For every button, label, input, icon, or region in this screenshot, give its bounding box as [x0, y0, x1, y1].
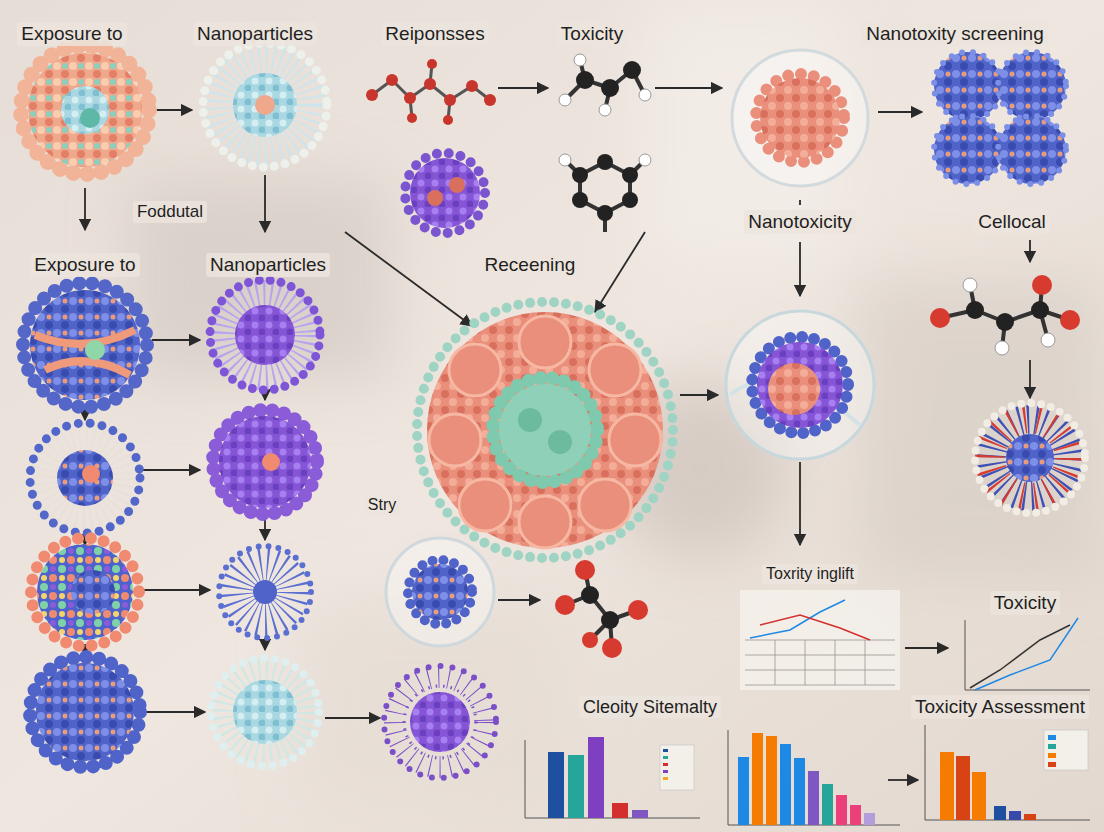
nanoparticle — [210, 280, 320, 390]
molecule — [930, 275, 1080, 355]
nanoparticle — [934, 52, 1066, 184]
caption-label: Cellocal — [974, 210, 1050, 234]
caption-label: Exposure to — [30, 253, 139, 277]
bar-chart — [925, 725, 1090, 820]
bar-chart — [525, 737, 700, 818]
vesicle — [732, 50, 868, 186]
vesicle — [726, 311, 874, 459]
caption-label: Nanoparticles — [206, 253, 330, 277]
caption-label: Exposure to — [17, 22, 126, 46]
caption-label: Reiponsses — [381, 22, 488, 46]
caption-label: Toxrity inglift — [762, 564, 858, 584]
caption-label: Toxicity — [990, 591, 1060, 615]
nanoparticle — [975, 403, 1085, 513]
nanoparticle — [213, 410, 317, 514]
nanoparticle — [23, 283, 147, 407]
molecule — [366, 59, 496, 125]
nanoparticle — [211, 658, 319, 766]
molecule — [559, 154, 651, 232]
nanoparticle — [203, 43, 327, 167]
nanoparticle — [405, 153, 485, 233]
line-chart — [740, 590, 900, 690]
molecule — [555, 560, 648, 658]
vesicle — [386, 538, 494, 646]
nanoparticle — [21, 46, 149, 174]
caption-label: Toxicity Assessment — [911, 695, 1089, 719]
nanoparticle — [417, 302, 673, 558]
caption-label: Stry — [364, 495, 400, 515]
caption-label: Nanoparticles — [193, 22, 317, 46]
nanoparticle — [384, 666, 496, 778]
line-chart — [965, 618, 1090, 690]
nanoparticle — [30, 423, 140, 533]
caption-label: Nanotoxity screening — [862, 22, 1047, 46]
caption-label: Receening — [481, 253, 580, 277]
bar-chart — [728, 730, 900, 825]
nanoparticle — [219, 546, 311, 638]
arrows — [85, 88, 1030, 780]
caption-label: Toxicity — [557, 22, 627, 46]
molecule — [559, 54, 651, 116]
caption-label: Foddutal — [133, 201, 207, 223]
caption-label: Cleoity Sitemalty — [579, 696, 721, 719]
caption-label: Nanotoxicity — [744, 210, 856, 234]
nanoparticle — [31, 538, 139, 646]
nanoparticle — [30, 657, 140, 767]
